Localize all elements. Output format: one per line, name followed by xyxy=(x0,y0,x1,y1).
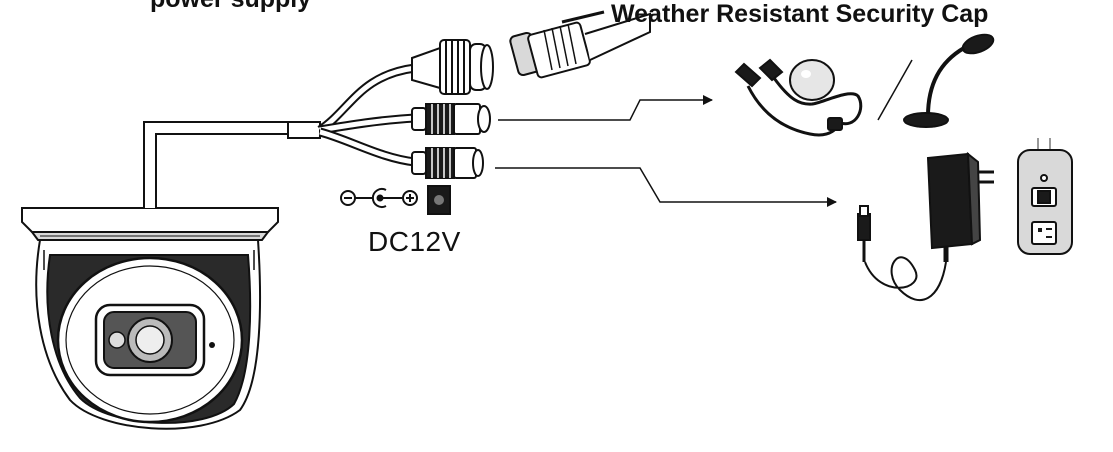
or-slash-divider xyxy=(877,59,913,121)
weatherproof-cap-icon xyxy=(509,12,651,79)
branch-cables xyxy=(317,63,416,167)
dome-camera-icon xyxy=(21,207,279,430)
dc-jack-icon xyxy=(427,185,451,215)
power-supply-heading-partial: power supply xyxy=(150,0,311,14)
dc-voltage-label: DC12V xyxy=(368,226,461,257)
camera-cable xyxy=(143,121,321,208)
pickup-microphone-icon xyxy=(734,58,863,137)
wall-outlet-icon xyxy=(1017,138,1073,255)
security-cap-label: Weather Resistant Security Cap xyxy=(611,0,989,28)
rj45-connector-icon xyxy=(411,39,494,95)
dc-barrel-connector-icon xyxy=(411,147,484,179)
cap-leader-line xyxy=(561,10,605,24)
desk-microphone-icon xyxy=(903,33,995,128)
power-arrow xyxy=(495,167,837,207)
audio-arrow xyxy=(498,95,713,121)
power-adapter-icon xyxy=(857,151,994,301)
audio-rca-connector-icon xyxy=(411,103,491,135)
center-positive-polarity-icon xyxy=(340,188,418,208)
